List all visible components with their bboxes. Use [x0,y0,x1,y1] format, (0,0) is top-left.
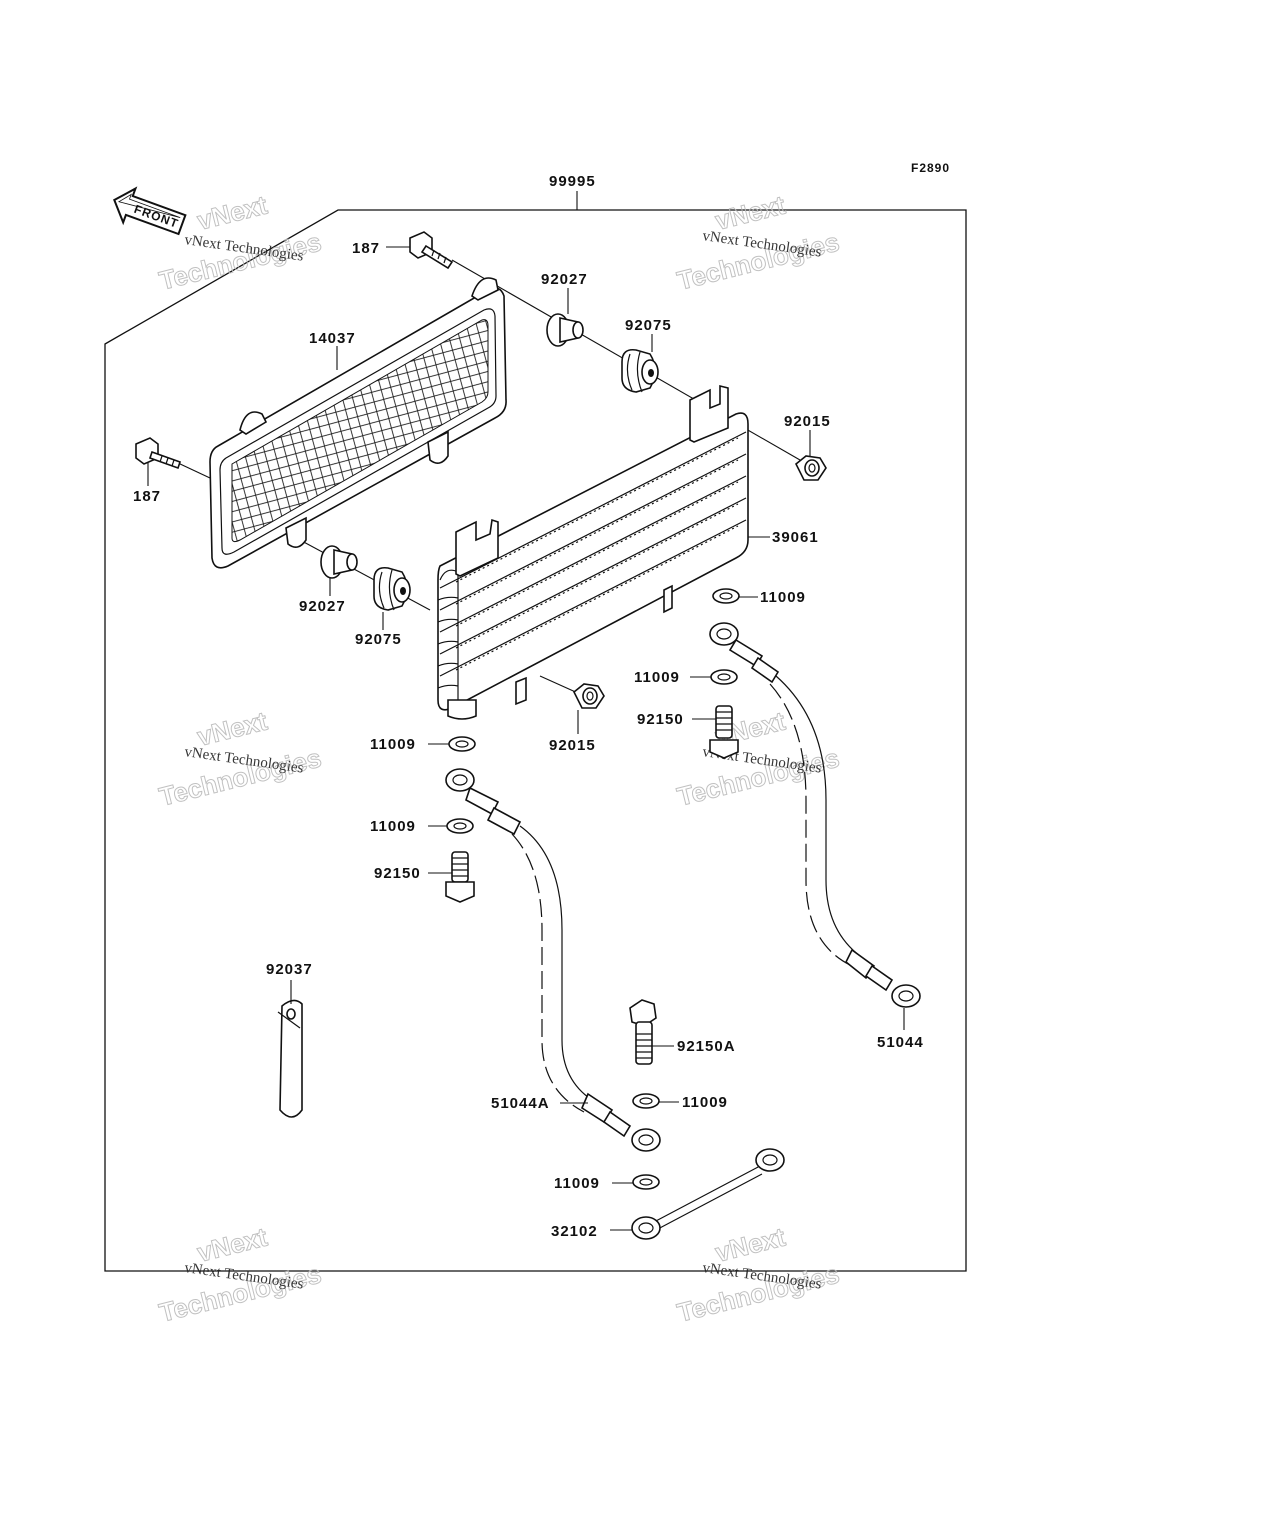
figure-code: F2890 [911,161,950,175]
watermark-1: vNext Technologies vNext Technologies [156,189,325,296]
collar-92027-top [546,313,584,347]
svg-text:vNext: vNext [712,189,788,235]
bolt-187-left [135,437,182,470]
label-92075-left: 92075 [355,631,402,648]
collar-92027-left [320,545,358,579]
watermark-2: vNext Technologies vNext Technologies [674,189,843,296]
washer-11009-b1 [632,1093,660,1109]
label-187-left: 187 [133,488,161,505]
label-11009-r1: 11009 [760,589,806,606]
banjo-bolt-92150A [629,999,657,1065]
label-92075-top: 92075 [625,317,672,334]
banjo-bolt-92150-right [709,705,739,759]
label-187-top: 187 [352,240,380,257]
banjo-bolt-92150-left [445,851,475,903]
washer-11009-l2 [446,818,474,834]
bolt-187-top [409,231,454,270]
oil-cooler-screen [209,277,507,569]
label-39061: 39061 [772,529,819,546]
oil-cooler-39061 [437,384,749,720]
label-92150A: 92150A [677,1038,736,1055]
label-92037: 92037 [266,961,313,978]
label-32102: 32102 [551,1223,598,1240]
nut-92015-top [794,455,827,481]
washer-11009-b2 [632,1174,660,1190]
grommet-92075-top [621,348,659,393]
label-11009-l1: 11009 [370,736,416,753]
label-92027-top: 92027 [541,271,588,288]
watermark-5: vNext Technologies vNext Technologies [156,1221,325,1328]
oil-hose-51044A [445,768,661,1152]
label-11009-l2: 11009 [370,818,416,835]
svg-text:vNext: vNext [194,189,270,235]
label-14037: 14037 [309,330,356,347]
label-11009-b1: 11009 [682,1094,728,1111]
band-92037 [277,999,303,1118]
oil-hose-51044 [709,622,921,1008]
label-51044A: 51044A [491,1095,550,1112]
watermark-3: vNext Technologies vNext Technologies [156,705,325,812]
watermark-4: vNext Technologies vNext Technologies [674,705,843,812]
label-92015-bottom: 92015 [549,737,596,754]
oil-pipe-32102 [631,1148,785,1240]
front-arrow: FRONT [113,186,187,236]
label-99995: 99995 [549,173,596,190]
washer-11009-r1 [712,588,740,604]
watermark-6: vNext Technologies vNext Technologies [674,1221,843,1328]
svg-text:vNext: vNext [712,1221,788,1267]
svg-text:vNext: vNext [194,705,270,751]
kit-frame [104,209,967,1272]
label-92150-left: 92150 [374,865,421,882]
nut-92015-bottom [572,683,605,709]
label-92150-right: 92150 [637,711,684,728]
grommet-92075-left [373,566,411,611]
label-92027-left: 92027 [299,598,346,615]
label-92015-top: 92015 [784,413,831,430]
label-11009-b2: 11009 [554,1175,600,1192]
label-11009-r2: 11009 [634,669,680,686]
svg-text:vNext: vNext [194,1221,270,1267]
washer-11009-r2 [710,669,738,685]
washer-11009-l1 [448,736,476,752]
label-51044: 51044 [877,1034,924,1051]
